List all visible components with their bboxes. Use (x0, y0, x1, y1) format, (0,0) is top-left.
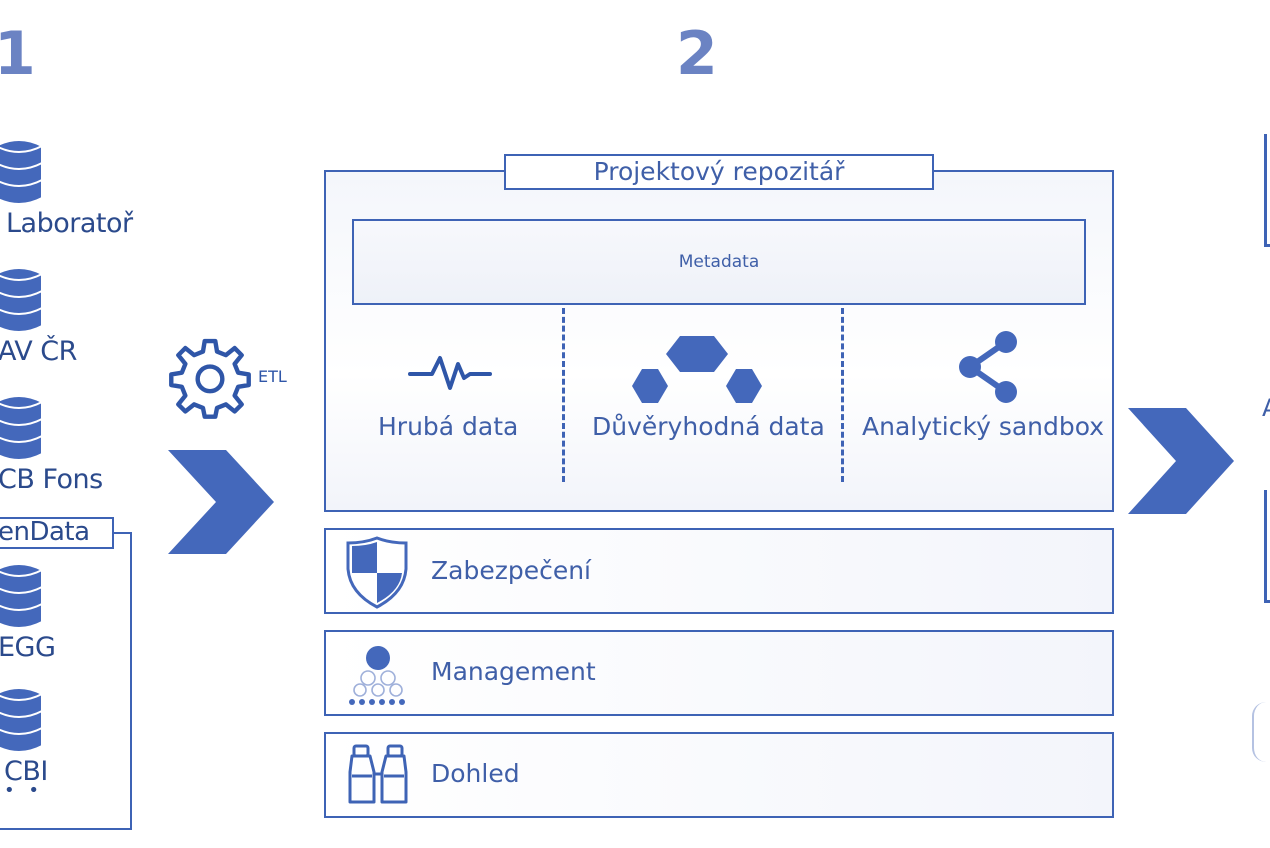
layer-label: Management (431, 657, 596, 686)
step-number-1: 1 (0, 19, 36, 89)
layer-row-supervision (324, 732, 1114, 818)
gear-icon (169, 338, 251, 419)
layer-row-management (324, 630, 1114, 716)
hexagons-icon (632, 336, 762, 403)
share-icon (959, 331, 1017, 403)
open-data-group-title: enData (0, 517, 90, 547)
pulse-icon (408, 356, 492, 390)
source-label: AV ČR (0, 336, 77, 367)
source-label: EGG (0, 632, 56, 663)
shield-icon (346, 536, 408, 609)
zone-divider (562, 308, 565, 482)
database-icon (0, 267, 43, 333)
database-icon (0, 139, 43, 205)
org-chart-icon (349, 646, 405, 705)
layer-label: Zabezpečení (431, 556, 591, 585)
chevron-right-icon (1128, 408, 1234, 514)
zone-label: Analytický sandbox (862, 412, 1105, 441)
step-number-2: 2 (676, 19, 718, 89)
zone-label: Hrubá data (378, 412, 519, 441)
right-edge-letter: A (1262, 394, 1270, 422)
right-edge-panel-top (1264, 134, 1270, 247)
repository-title: Projektový repozitář (593, 157, 845, 186)
chevron-right-icon (168, 450, 274, 554)
source-label: CB Fons (0, 464, 103, 495)
metadata-box: Metadata (352, 219, 1086, 305)
metadata-label: Metadata (678, 252, 760, 272)
source-label: Laboratoř (6, 208, 133, 239)
binoculars-icon (348, 744, 408, 804)
layer-row-security (324, 528, 1114, 614)
source-label: CBI (4, 756, 48, 787)
database-icon (0, 687, 43, 753)
right-edge-panel-bottom (1252, 702, 1270, 762)
layer-label: Dohled (431, 759, 520, 788)
etl-label: ETL (258, 367, 287, 386)
ellipsis: • • (4, 780, 43, 801)
open-data-group-title-box: enData (0, 517, 114, 549)
zone-divider (841, 308, 844, 482)
database-icon (0, 395, 43, 461)
database-icon (0, 563, 43, 629)
zone-label: Důvěryhodná data (592, 412, 825, 441)
right-edge-panel-middle (1264, 490, 1270, 603)
repository-title-box: Projektový repozitář (504, 154, 934, 190)
